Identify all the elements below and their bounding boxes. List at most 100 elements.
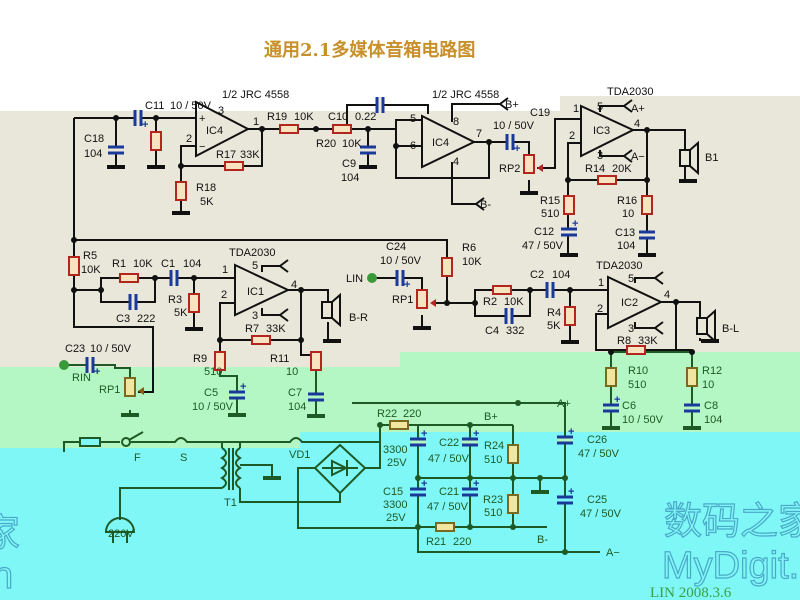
c14v-label: 3300 xyxy=(383,444,407,456)
jrc1-label: 1/2 JRC 4558 xyxy=(222,89,289,101)
r7-resistor xyxy=(251,335,271,345)
junction-dot xyxy=(298,287,304,293)
c15u-label: 25V xyxy=(386,512,406,524)
lin-input-jack[interactable] xyxy=(367,273,377,283)
polarity-mark: + xyxy=(614,394,620,406)
junction-dot xyxy=(415,475,421,481)
c5-label: C5 xyxy=(204,387,218,399)
junction-dot xyxy=(472,300,478,306)
c13v-label: 104 xyxy=(617,240,635,252)
rp2-wiper-icon[interactable] xyxy=(537,164,543,172)
r5-label: R5 xyxy=(83,250,97,262)
ic3_p3-label: 3 xyxy=(597,150,603,162)
c3v-label: 222 xyxy=(137,313,155,325)
watermark-logo: n xyxy=(0,555,13,597)
ic1_p1-label: 1 xyxy=(222,264,228,276)
bl-label: B-L xyxy=(722,323,739,335)
c10-capacitor xyxy=(375,97,385,113)
r14-resistor xyxy=(597,175,617,185)
wire xyxy=(395,129,490,179)
c26v-label: 47 / 50V xyxy=(578,448,620,460)
r5v-label: 10K xyxy=(81,264,101,276)
r15-label: R15 xyxy=(540,195,560,207)
r6-resistor xyxy=(441,257,453,277)
wire xyxy=(181,129,263,167)
wire xyxy=(647,129,686,150)
r14-label: R14 xyxy=(585,163,605,175)
r23-label: R23 xyxy=(483,494,503,506)
r_in-resistor xyxy=(150,131,162,151)
tda3-label: TDA2030 xyxy=(607,86,653,98)
ic1_p2-label: 2 xyxy=(221,289,227,301)
bminus2-label: B- xyxy=(537,534,548,546)
watermark-logo: 家 xyxy=(0,513,20,555)
rp1-wiper-icon[interactable] xyxy=(138,387,144,395)
wire xyxy=(64,364,131,378)
c19-label: C19 xyxy=(530,107,550,119)
c14-capacitor: + xyxy=(410,428,427,447)
wire xyxy=(599,150,624,157)
junction-dot xyxy=(510,475,516,481)
supply-arrow-icon xyxy=(474,197,485,211)
junction-dot xyxy=(71,287,77,293)
tda2-label: TDA2030 xyxy=(596,260,642,272)
c10-label: C10 xyxy=(328,111,348,123)
ic4a-label: IC4 xyxy=(206,125,223,137)
c18v-label: 104 xyxy=(84,148,102,160)
r2-label: R2 xyxy=(483,296,497,308)
transformer-icon xyxy=(220,447,242,490)
polarity-mark: + xyxy=(572,218,578,230)
c5v-label: 10 / 50V xyxy=(192,401,234,413)
ic4a_p1-label: 1 xyxy=(253,116,259,128)
c4-label: C4 xyxy=(485,325,499,337)
r24v-label: 510 xyxy=(484,454,502,466)
c15-capacitor: + xyxy=(410,478,427,497)
junction-dot xyxy=(527,287,533,293)
wire xyxy=(316,119,422,130)
polarity-mark: + xyxy=(568,486,574,498)
polarity-mark: + xyxy=(240,381,246,393)
plus-label: + xyxy=(199,113,205,125)
c24v-label: 10 / 50V xyxy=(380,255,422,267)
r19-resistor xyxy=(279,124,299,134)
r9-resistor xyxy=(214,351,226,371)
r3v-label: 5K xyxy=(174,307,188,319)
wire xyxy=(451,103,500,122)
junction-dot xyxy=(467,422,473,428)
mains-plug-icon xyxy=(104,517,136,543)
junction-dot xyxy=(259,126,265,132)
supply-arrow-icon xyxy=(653,321,664,335)
c23-capacitor: + xyxy=(85,357,100,378)
wire xyxy=(297,467,418,529)
r18v-label: 5K xyxy=(200,196,214,208)
wire xyxy=(595,333,677,351)
v220-label: 220V xyxy=(108,528,134,540)
c6-label: C6 xyxy=(622,400,636,412)
r23-resistor xyxy=(507,494,519,514)
c14u-label: 25V xyxy=(387,457,407,469)
ic2-opamp xyxy=(607,275,664,330)
junction-dot xyxy=(689,349,695,355)
c1v-label: 104 xyxy=(183,258,201,270)
r16-label: R16 xyxy=(617,195,637,207)
c8-label: C8 xyxy=(704,400,718,412)
rp1b-wiper-icon[interactable] xyxy=(430,299,436,307)
r21-label: R21 xyxy=(426,536,446,548)
c24-capacitor: + xyxy=(395,270,410,291)
watermark-logo: MyDigit.cn xyxy=(662,545,800,587)
r15-resistor xyxy=(563,195,575,215)
lin-label: LIN xyxy=(346,273,363,285)
minus-label: − xyxy=(199,141,205,153)
wire xyxy=(346,104,429,129)
author-signature: LIN 2008.3.6 xyxy=(650,585,732,600)
r8-resistor xyxy=(626,345,646,355)
ic4b_p5-label: 5 xyxy=(410,113,416,125)
f-label: F xyxy=(134,452,141,464)
power-switch-icon[interactable] xyxy=(121,437,131,447)
r21v-label: 220 xyxy=(453,536,471,548)
junction-dot xyxy=(298,337,304,343)
c23-label: C23 xyxy=(65,343,85,355)
ic1-label: IC1 xyxy=(247,286,264,298)
rin-input-jack[interactable] xyxy=(59,360,69,370)
c21v-label: 47 / 50V xyxy=(427,501,469,513)
